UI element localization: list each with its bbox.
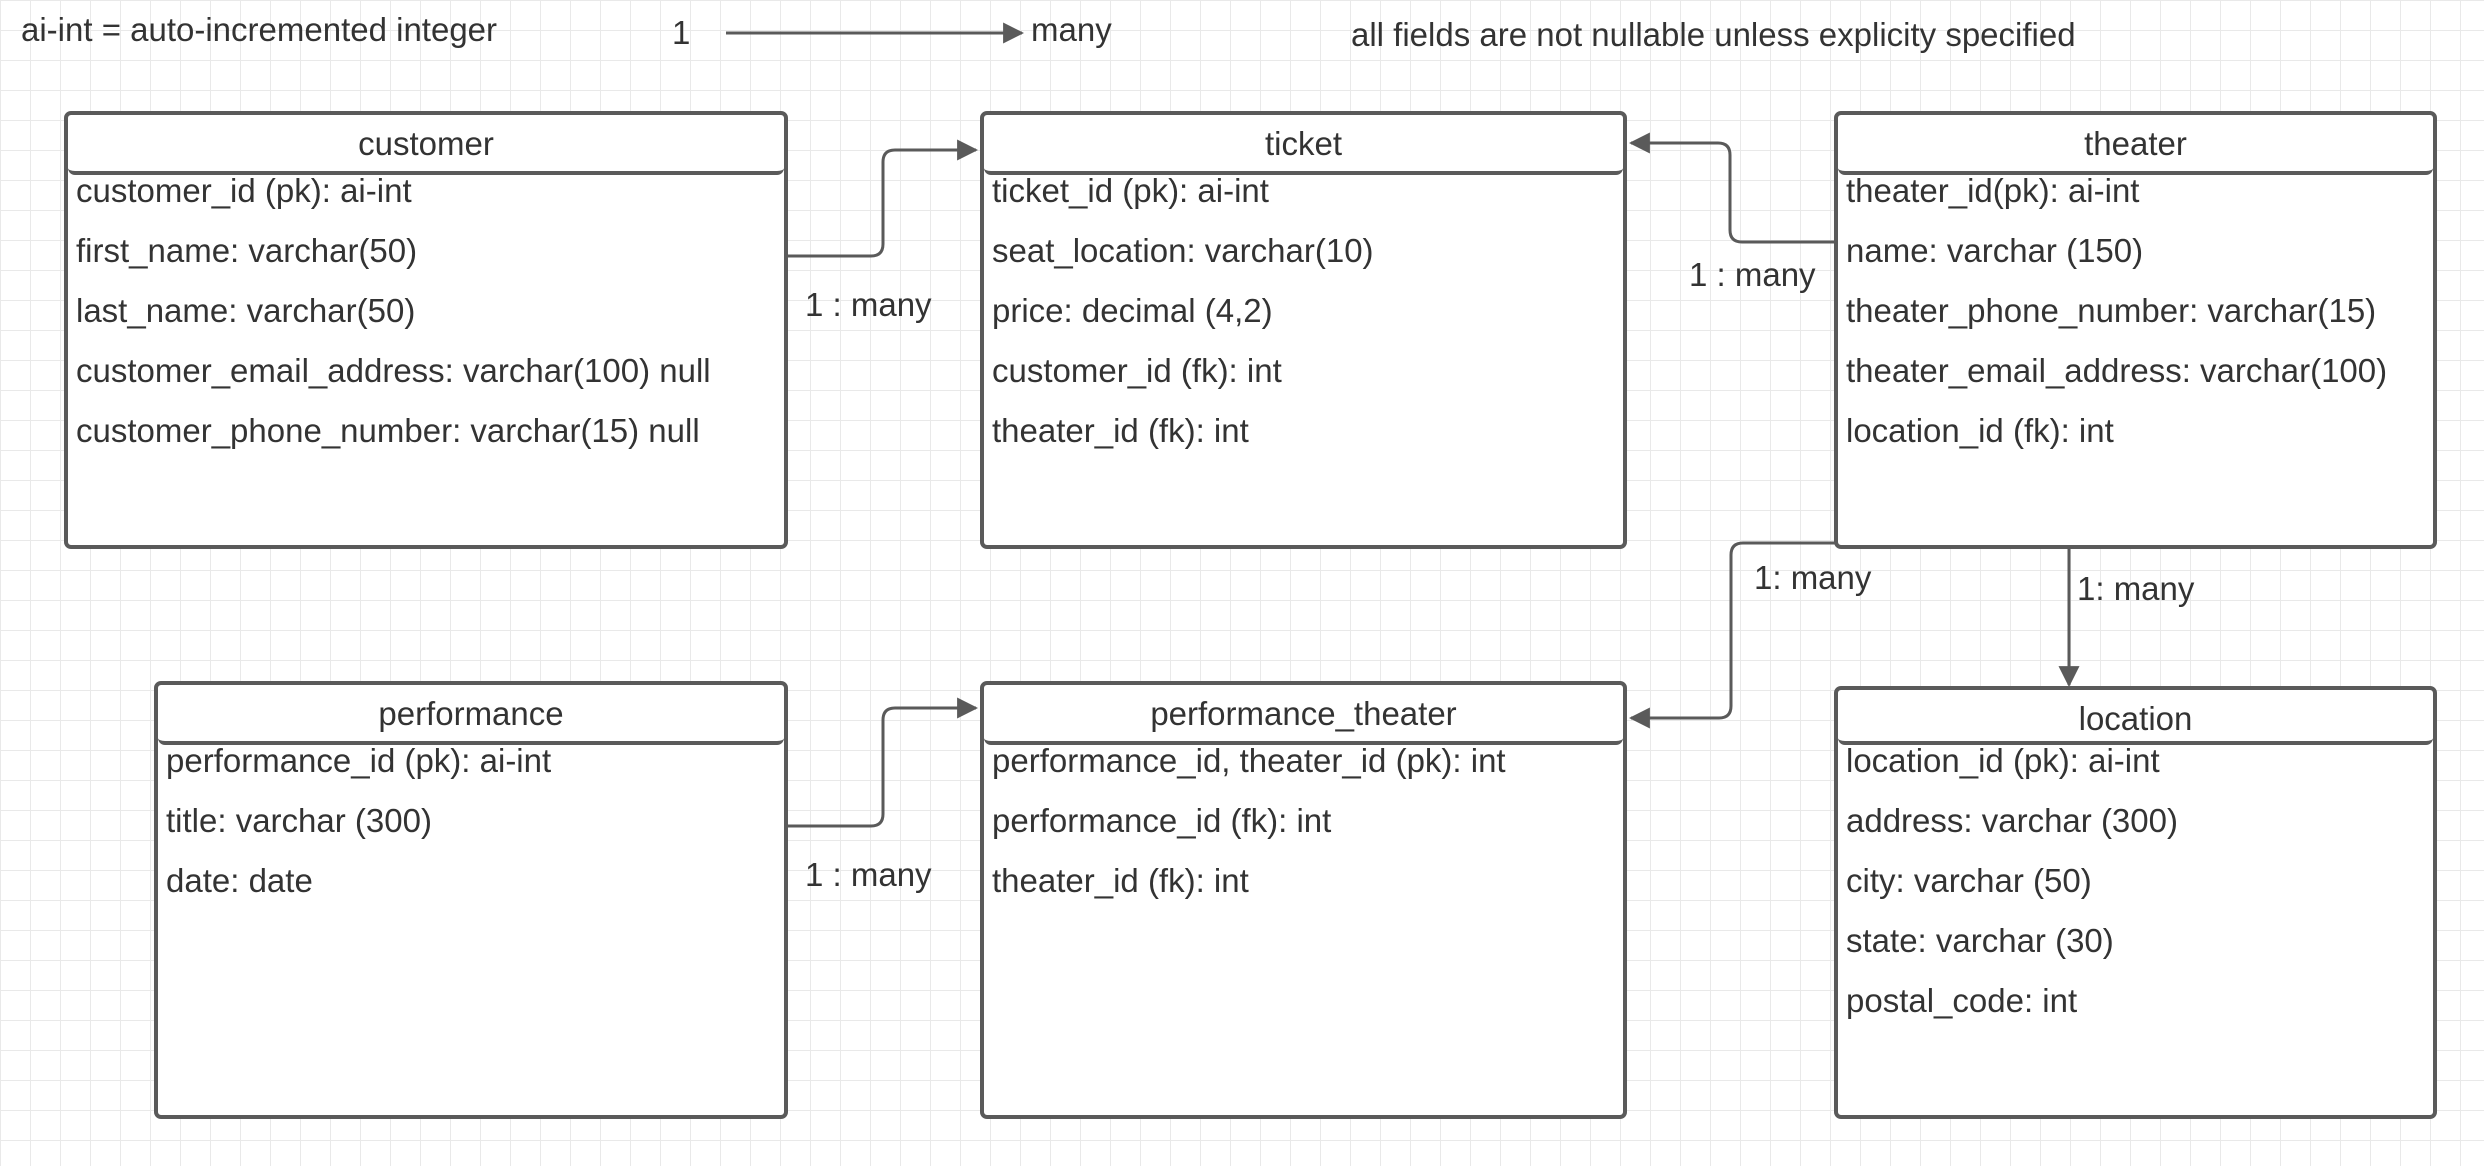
table-title: customer <box>68 115 784 175</box>
relationship-label-customer-ticket: 1 : many <box>805 286 932 323</box>
field-row: date: date <box>166 862 313 899</box>
field-row: address: varchar (300) <box>1846 802 2178 839</box>
field-row: customer_phone_number: varchar(15) null <box>76 412 700 449</box>
field-row: state: varchar (30) <box>1846 922 2114 959</box>
table-title: ticket <box>984 115 1623 175</box>
field-row: city: varchar (50) <box>1846 862 2092 899</box>
field-row: theater_email_address: varchar(100) <box>1846 352 2388 389</box>
field-row: theater_phone_number: varchar(15) <box>1846 292 2377 329</box>
relationship-label-theater-ticket: 1 : many <box>1689 256 1816 293</box>
field-row: postal_code: int <box>1846 982 2078 1019</box>
table-title: location <box>1838 690 2433 745</box>
field-row: location_id (pk): ai-int <box>1846 742 2160 779</box>
legend-one-label: 1 <box>672 14 691 51</box>
field-row: theater_id (fk): int <box>992 412 1249 449</box>
performance-table[interactable]: performance performance_id (pk): ai-int … <box>154 681 788 1119</box>
field-row: location_id (fk): int <box>1846 412 2114 449</box>
field-row: ticket_id (pk): ai-int <box>992 172 1269 209</box>
field-list: performance_id, theater_id (pk): int per… <box>992 742 1619 921</box>
relationship-label-theater-performance-theater: 1: many <box>1754 559 1872 596</box>
performance-theater-table[interactable]: performance_theater performance_id, thea… <box>980 681 1627 1119</box>
connector-theater-ticket <box>1628 132 1836 244</box>
field-row: customer_id (fk): int <box>992 352 1282 389</box>
field-list: theater_id(pk): ai-int name: varchar (15… <box>1846 172 2429 471</box>
connector-performance-performance-theater <box>786 697 979 828</box>
table-title: performance <box>158 685 784 745</box>
field-list: performance_id (pk): ai-int title: varch… <box>166 742 780 921</box>
ticket-table[interactable]: ticket ticket_id (pk): ai-int seat_locat… <box>980 111 1627 549</box>
field-row: price: decimal (4,2) <box>992 292 1273 329</box>
field-row: performance_id, theater_id (pk): int <box>992 742 1506 779</box>
field-row: performance_id (pk): ai-int <box>166 742 552 779</box>
field-list: ticket_id (pk): ai-int seat_location: va… <box>992 172 1619 471</box>
field-row: customer_id (pk): ai-int <box>76 172 412 209</box>
field-row: theater_id(pk): ai-int <box>1846 172 2140 209</box>
legend-many-label: many <box>1031 11 1112 48</box>
field-row: theater_id (fk): int <box>992 862 1249 899</box>
field-row: performance_id (fk): int <box>992 802 1332 839</box>
field-row: seat_location: varchar(10) <box>992 232 1374 269</box>
field-list: location_id (pk): ai-int address: varcha… <box>1846 742 2429 1041</box>
field-row: title: varchar (300) <box>166 802 432 839</box>
relationship-label-theater-location: 1: many <box>2077 570 2195 607</box>
connector-customer-ticket <box>786 139 979 258</box>
customer-table[interactable]: customer customer_id (pk): ai-int first_… <box>64 111 788 549</box>
table-title: performance_theater <box>984 685 1623 745</box>
field-row: name: varchar (150) <box>1846 232 2144 269</box>
relationship-label-performance-performance-theater: 1 : many <box>805 856 932 893</box>
table-title: theater <box>1838 115 2433 175</box>
field-row: customer_email_address: varchar(100) nul… <box>76 352 711 389</box>
location-table[interactable]: location location_id (pk): ai-int addres… <box>1834 686 2437 1119</box>
legend-ai-int-note: ai-int = auto-incremented integer <box>21 11 498 48</box>
field-row: first_name: varchar(50) <box>76 232 418 269</box>
legend-nullable-note: all fields are not nullable unless expli… <box>1351 16 2076 53</box>
field-list: customer_id (pk): ai-int first_name: var… <box>76 172 780 471</box>
theater-table[interactable]: theater theater_id(pk): ai-int name: var… <box>1834 111 2437 549</box>
field-row: last_name: varchar(50) <box>76 292 416 329</box>
